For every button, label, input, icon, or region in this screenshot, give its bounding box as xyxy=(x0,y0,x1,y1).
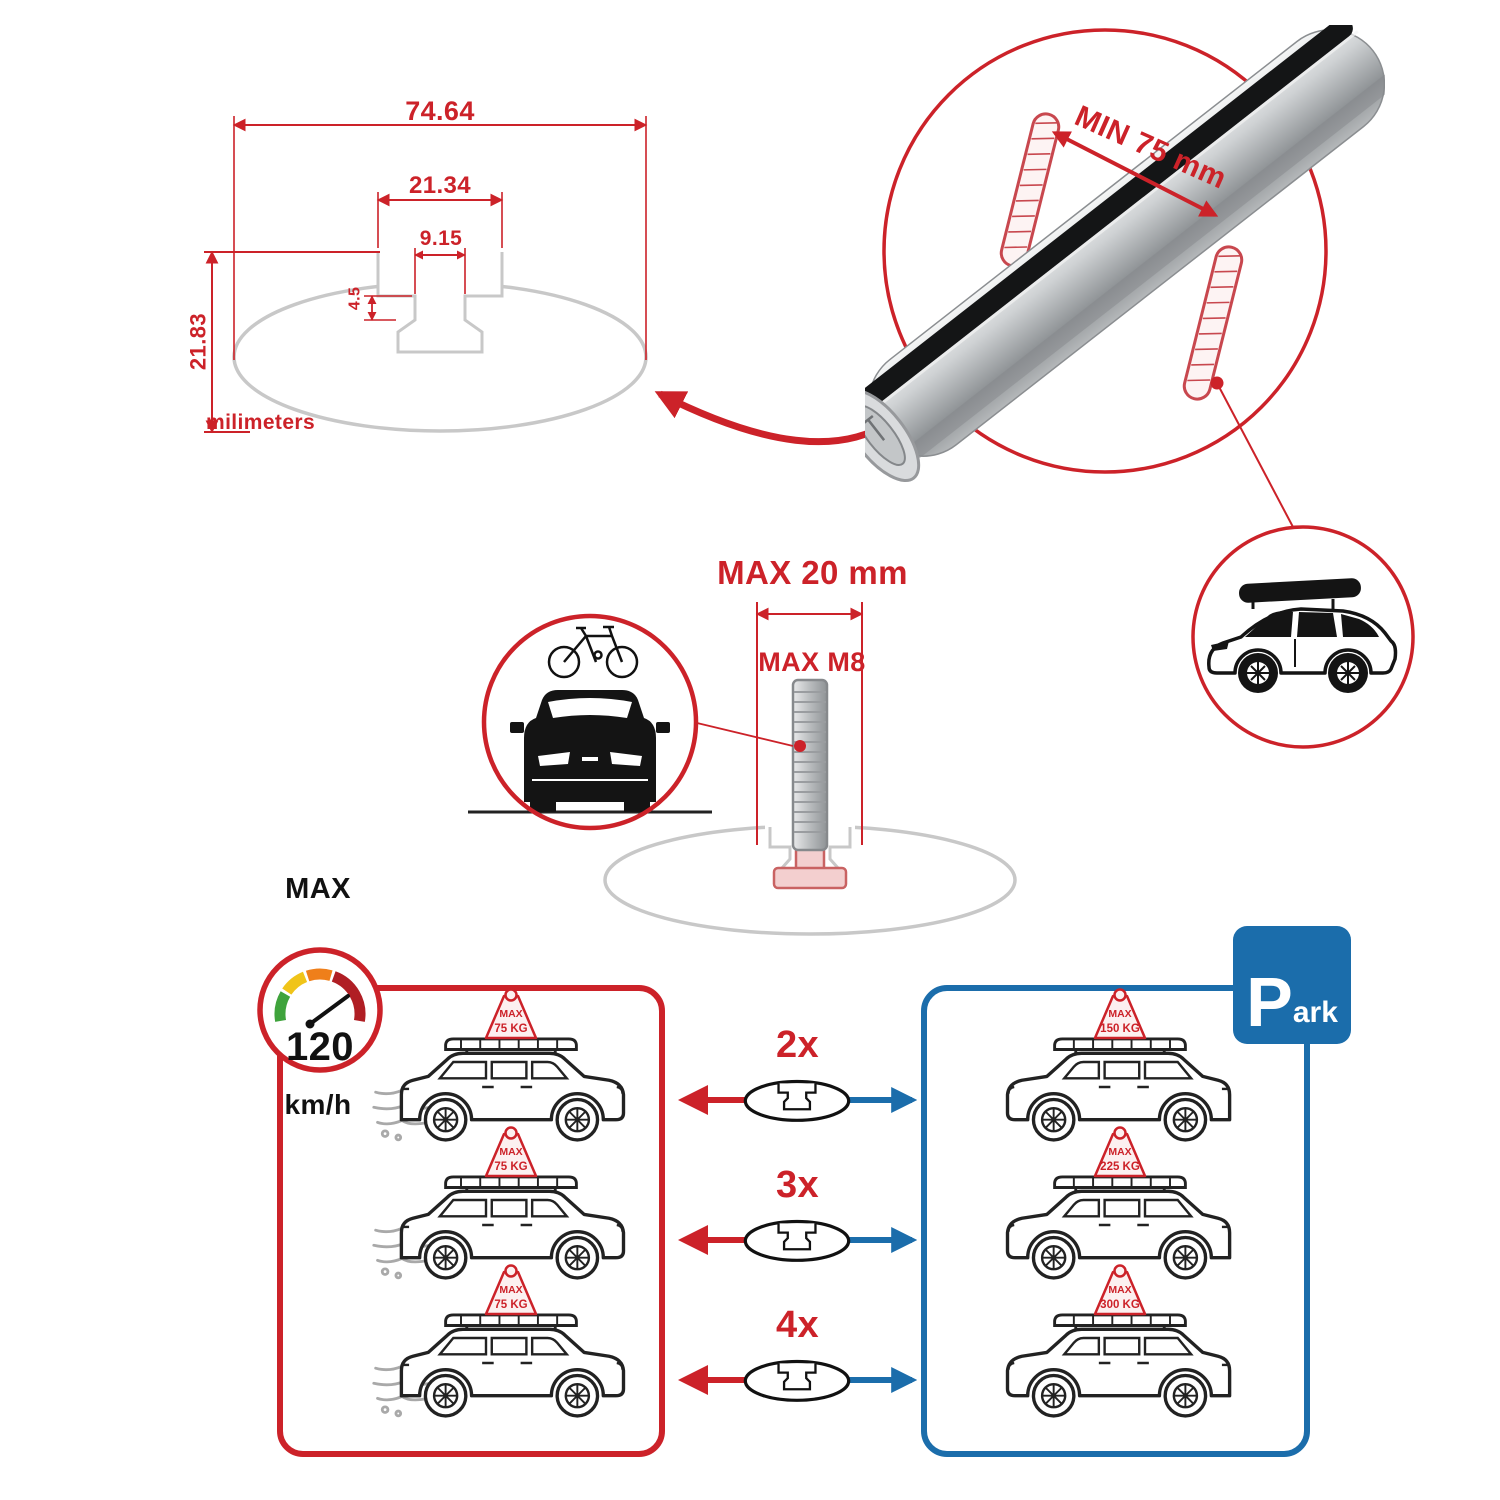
bolt-mounting-diagram xyxy=(468,602,1017,936)
svg-text:MAX: MAX xyxy=(499,1146,522,1158)
dim-total-height-label: 21.83 xyxy=(185,313,211,371)
load-limit-tag: MAX 300 KG xyxy=(1093,1264,1147,1316)
driving-car-row-1: MAX 75 KG xyxy=(386,988,636,1151)
park-sign-letter: P xyxy=(1246,963,1293,1042)
bicycle-icon xyxy=(547,625,639,679)
car-icon xyxy=(386,1299,636,1427)
park-sign-suffix: ark xyxy=(1292,996,1338,1029)
units-label: milimeters xyxy=(206,411,316,434)
dim-total-width-label: 74.64 xyxy=(405,96,475,126)
crossbar-count-arrow-3 xyxy=(678,1359,918,1402)
tie-down-strap xyxy=(1182,245,1244,401)
svg-text:MAX: MAX xyxy=(1108,1284,1131,1296)
svg-text:MAX: MAX xyxy=(1108,1008,1131,1020)
gauge-value: 120 xyxy=(286,1025,354,1069)
min-span-arrow xyxy=(1051,131,1219,217)
car-front-icon xyxy=(510,690,670,812)
crossbar-photo-circle xyxy=(865,25,1385,528)
dimension-lines xyxy=(204,116,648,434)
driving-car-row-3: MAX 75 KG xyxy=(386,1264,636,1427)
svg-text:MAX: MAX xyxy=(499,1008,522,1020)
svg-text:75 KG: 75 KG xyxy=(494,1023,527,1035)
svg-text:MAX: MAX xyxy=(499,1284,522,1296)
speed-gauge xyxy=(257,947,383,1073)
gauge-needle xyxy=(308,994,350,1026)
load-limit-tag: MAX 75 KG xyxy=(484,1126,538,1178)
max-bolt-width-label: MAX 20 mm xyxy=(717,554,908,591)
max-thread-label: MAX M8 xyxy=(758,647,866,677)
gauge-title: MAX xyxy=(285,873,351,905)
crossbar-count-label-1: 2x xyxy=(775,1024,820,1066)
parked-car-row-3: MAX 300 KG xyxy=(995,1264,1245,1427)
gauge-unit: km/h xyxy=(284,1089,352,1120)
crossbar-section-icon xyxy=(743,1079,851,1122)
load-limit-tag: MAX 75 KG xyxy=(484,988,538,1040)
dim-slot-width-label: 21.34 xyxy=(408,172,472,199)
callout-leader xyxy=(1216,382,1294,528)
svg-text:MAX: MAX xyxy=(1108,1146,1131,1158)
crossbar-count-arrow-1 xyxy=(678,1079,918,1122)
bolt-dimension-lines xyxy=(696,602,864,845)
cross-section-dimension-drawing xyxy=(204,116,648,434)
crossbar-section-icon xyxy=(743,1219,851,1262)
parked-car-row-2: MAX 225 KG xyxy=(995,1126,1245,1289)
roofbox-car-circle xyxy=(1191,525,1415,749)
svg-text:75 KG: 75 KG xyxy=(494,1161,527,1173)
load-limit-tag: MAX 225 KG xyxy=(1093,1126,1147,1178)
dim-channel-width-label: 9.15 xyxy=(419,227,463,250)
bolt-shaft xyxy=(791,678,829,852)
svg-text:300 KG: 300 KG xyxy=(1100,1299,1140,1311)
svg-text:225 KG: 225 KG xyxy=(1100,1161,1140,1173)
parked-car-row-1: MAX 150 KG xyxy=(995,988,1245,1151)
crossbar-count-label-2: 3x xyxy=(775,1164,820,1206)
dim-lip-height-label: 4.5 xyxy=(346,286,364,311)
aluminum-crossbar xyxy=(865,25,1385,483)
svg-text:150 KG: 150 KG xyxy=(1100,1023,1140,1035)
driving-car-row-2: MAX 75 KG xyxy=(386,1126,636,1289)
car-icon xyxy=(995,1299,1245,1427)
crossbar-count-label-3: 4x xyxy=(775,1304,820,1346)
load-limit-tag: MAX 150 KG xyxy=(1093,988,1147,1040)
load-limit-tag: MAX 75 KG xyxy=(484,1264,538,1316)
crossbar-section-icon xyxy=(743,1359,851,1402)
crossbar-count-arrow-2 xyxy=(678,1219,918,1262)
svg-text:75 KG: 75 KG xyxy=(494,1299,527,1311)
